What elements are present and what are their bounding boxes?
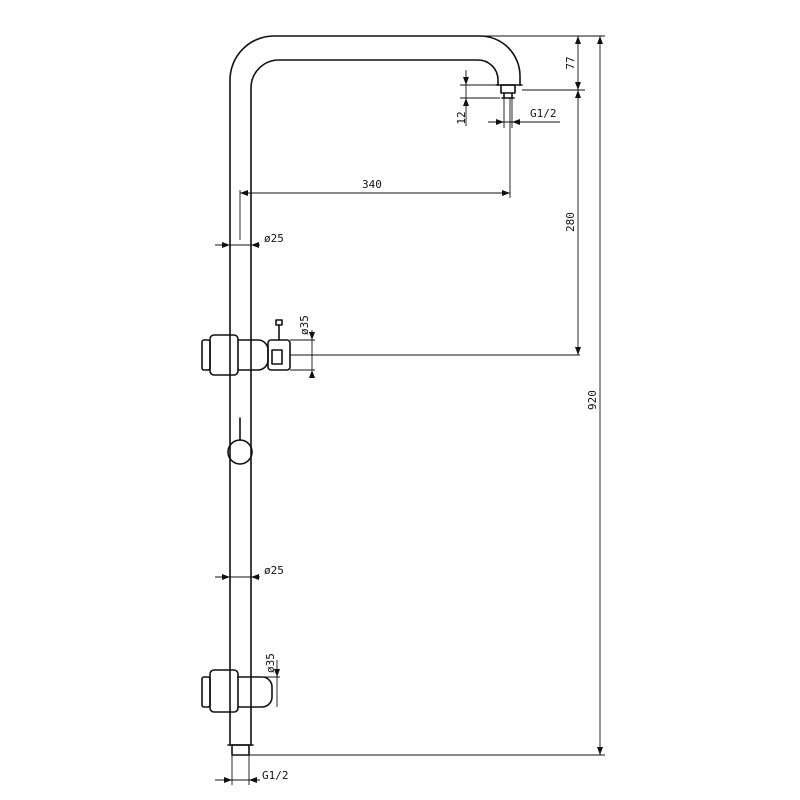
dim-nozzle-height: 12: [455, 111, 468, 124]
dim-height-top-bend: 77: [564, 56, 577, 69]
dim-diameter-upper-pipe: ø25: [264, 232, 284, 245]
dim-inlet-thread-bottom: G1/2: [262, 769, 289, 782]
dim-diameter-lower-pipe: ø25: [264, 564, 284, 577]
dim-diameter-lower-bracket: ø35: [264, 653, 277, 673]
dim-arm-length: 340: [362, 178, 382, 191]
lower-wall-bracket: [201, 669, 273, 713]
bottom-inlet-fitting: [227, 744, 254, 756]
dim-outlet-thread-top: G1/2: [530, 107, 557, 120]
upper-wall-bracket: [201, 319, 291, 376]
shower-pipe-outline: [229, 35, 521, 746]
dimension-arrowheads: [222, 36, 603, 783]
dim-diameter-upper-bracket: ø35: [298, 315, 311, 335]
slider-knob: [227, 417, 253, 465]
dim-height-arm-to-bracket: 280: [564, 212, 577, 232]
shower-pipe-inner-outline: [250, 59, 499, 746]
dim-total-height: 920: [586, 390, 599, 410]
